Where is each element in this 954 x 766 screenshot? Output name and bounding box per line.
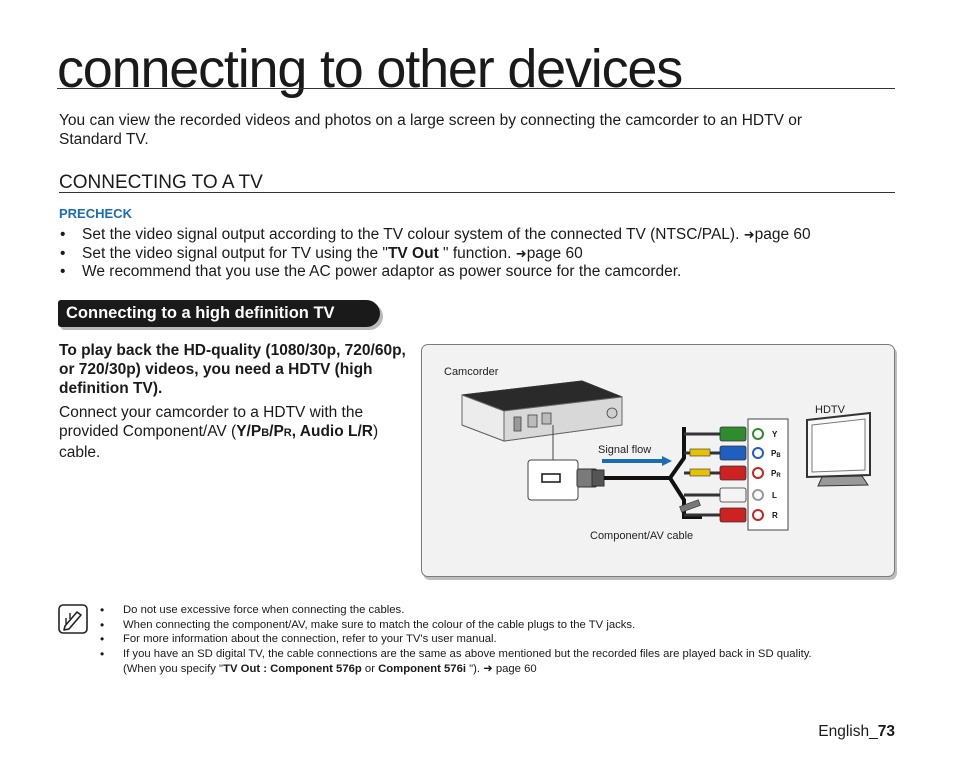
connection-diagram: Camcorder HDTV Signal flow Component/AV … <box>421 344 895 577</box>
list-item: Set the video signal output for TV using… <box>59 245 889 264</box>
cable-bundle <box>679 432 722 517</box>
precheck-text: Set the video signal output according to… <box>82 226 740 243</box>
menu-name: TV Out <box>387 244 439 262</box>
precheck-label: PRECHECK <box>59 206 132 221</box>
menu-name: TV Out : Component 576p <box>223 662 362 675</box>
footer-language: English_ <box>818 723 878 740</box>
hd-body: Connect your camcorder to a HDTV with th… <box>59 403 414 462</box>
cable-type-b: B <box>261 427 270 439</box>
note-text: or <box>361 662 379 675</box>
note-text: (When you specify " <box>123 662 224 675</box>
page-reference[interactable]: page 60 <box>754 226 811 243</box>
cable-type-r: R <box>283 427 292 439</box>
signal-flow-label: Signal flow <box>598 444 651 456</box>
note-continuation: (When you specify "TV Out : Component 57… <box>99 662 899 677</box>
section-heading: CONNECTING TO A TV <box>59 172 263 193</box>
note-text: "). <box>466 662 481 675</box>
section-divider <box>59 192 895 193</box>
hd-intro: To play back the HD-quality (1080/30p, 7… <box>59 342 406 397</box>
av-plug-illustration <box>527 425 702 519</box>
jack-label-pr: PR <box>771 469 781 479</box>
list-item: Do not use excessive force when connecti… <box>99 603 899 618</box>
intro-paragraph: You can view the recorded videos and pho… <box>59 112 803 148</box>
list-item: When connecting the component/AV, make s… <box>99 618 899 633</box>
precheck-text: We recommend that you use the AC power a… <box>82 263 682 280</box>
jack-label-r: R <box>772 511 778 520</box>
camcorder-label: Camcorder <box>444 366 499 378</box>
connection-diagram-illustration: Camcorder HDTV Signal flow Component/AV … <box>444 366 871 542</box>
note-icon <box>58 604 88 634</box>
rca-plugs <box>719 426 747 523</box>
list-item: We recommend that you use the AC power a… <box>59 263 889 282</box>
cable-label: Component/AV cable <box>590 530 693 542</box>
arrow-icon: ➜ <box>483 662 493 675</box>
hdtv-illustration <box>806 411 871 487</box>
list-item: If you have an SD digital TV, the cable … <box>99 647 899 662</box>
page-number: 73 <box>877 723 895 740</box>
body-text: ) cable. <box>59 423 379 461</box>
hdtv-label: HDTV <box>815 404 846 416</box>
precheck-text: " function. <box>438 244 512 262</box>
cable-type-audio: , Audio L/R <box>291 423 373 440</box>
notes-list: Do not use excessive force when connecti… <box>99 603 899 677</box>
cable-type-y: Y/P <box>236 423 262 440</box>
arrow-icon: ➜ <box>515 245 527 261</box>
menu-name: Component 576i <box>378 662 466 675</box>
tv-jack-panel <box>747 418 789 531</box>
page-footer: English_73 <box>818 723 895 741</box>
list-item: For more information about the connectio… <box>99 632 899 647</box>
subsection-badge: Connecting to a high definition TV <box>58 300 380 327</box>
cable-type: Y/PB/PR, Audio L/R <box>236 423 373 440</box>
body-text: Connect your camcorder to a HDTV with th… <box>59 404 364 440</box>
precheck-list: Set the video signal output according to… <box>59 226 889 282</box>
jack-label-y: Y <box>772 430 778 439</box>
signal-flow-arrow <box>602 456 672 466</box>
arrow-icon: ➜ <box>743 227 755 242</box>
cable-type-sep: /P <box>269 423 284 440</box>
page-title: connecting to other devices <box>57 39 683 99</box>
jack-label-pb: PB <box>771 449 781 459</box>
list-item: Set the video signal output according to… <box>59 226 889 245</box>
camcorder-illustration <box>461 380 623 442</box>
precheck-text: Set the video signal output for TV using… <box>82 244 388 262</box>
page-reference[interactable]: page 60 <box>526 244 583 262</box>
jack-label-l: L <box>772 491 777 500</box>
page-reference[interactable]: page 60 <box>495 662 537 675</box>
title-divider <box>57 88 895 89</box>
